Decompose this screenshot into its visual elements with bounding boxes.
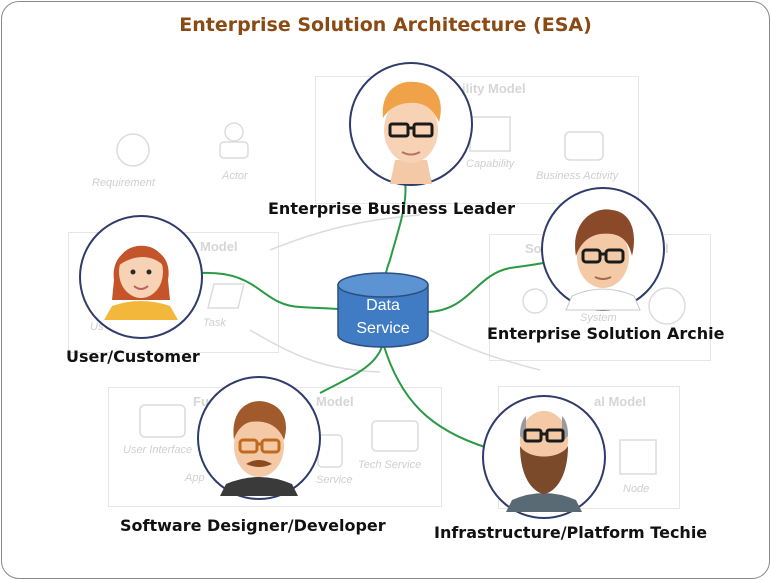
infrastructure-face-icon (506, 411, 582, 512)
solution-architect-hair (575, 209, 634, 256)
user-customer-eye-left (130, 269, 136, 275)
solution-architect-head (577, 226, 629, 288)
connector-user-customer (199, 271, 339, 310)
solution-architect-label: Enterprise Solution Archie (487, 324, 725, 343)
infrastructure-head (520, 411, 568, 469)
requirement-shape (116, 133, 150, 167)
faint-link-1 (269, 214, 421, 251)
connector-software-designer (319, 342, 384, 394)
service-label: Service (316, 474, 353, 486)
node-label: Node (623, 483, 650, 495)
software-designer-label: Software Designer/Developer (120, 516, 386, 535)
task-shape (207, 283, 245, 309)
business-leader-head (384, 97, 438, 163)
actor-label: Actor (222, 170, 248, 182)
business-activity-label: Business Activity (536, 170, 619, 182)
connector-infrastructure (382, 342, 489, 449)
software-designer-mustache (246, 460, 272, 467)
requirement-label: Requirement (92, 177, 155, 189)
tech-service-label: Tech Service (358, 459, 422, 471)
faint-link-2 (249, 329, 381, 373)
background-ghost-shapes (116, 116, 686, 475)
data-service-node (337, 272, 429, 348)
connector-business-leader (384, 179, 407, 283)
actor-body-shape (219, 141, 249, 159)
infrastructure-beard (520, 446, 568, 494)
solution-architect-mouth (594, 276, 612, 280)
solution-model-title-end: l (665, 241, 669, 256)
data-service-label-line2: Service (356, 320, 409, 337)
business-leader-label: Enterprise Business Leader (268, 199, 515, 218)
system-shape-b (648, 287, 686, 325)
user-customer-mouth (133, 285, 149, 290)
business-leader-face-icon (382, 81, 441, 184)
technical-model-title: al Model (594, 394, 647, 409)
connectors (199, 179, 549, 449)
infrastructure-glasses (523, 428, 565, 443)
solution-model-title: So (525, 241, 542, 256)
solution-architect-shirt (565, 288, 641, 311)
solution-architect-glasses (581, 248, 625, 264)
capability-label: Capability (466, 158, 515, 170)
business-leader-mouth (401, 151, 421, 156)
functional-model-title: Fu (193, 394, 209, 409)
actor-head-shape (224, 122, 244, 142)
user-label-fragment: Us (90, 321, 104, 333)
service-shape (317, 434, 343, 468)
user-customer-face-icon (104, 245, 178, 320)
data-service-label-line1: Data (366, 297, 400, 314)
software-designer-hair (233, 401, 286, 440)
solution-architect-face-icon (565, 209, 641, 311)
functional-model-title-end: Model (316, 394, 354, 409)
user-customer-eye-right (146, 269, 152, 275)
software-designer-glasses (238, 438, 281, 454)
user-interface-label: User Interface (123, 444, 193, 456)
diagram-title: Enterprise Solution Architecture (ESA) (179, 14, 592, 36)
business-leader-neck (390, 160, 432, 184)
software-designer-head (234, 415, 284, 477)
tech-service-shape (371, 420, 419, 452)
infrastructure-shirt (506, 493, 582, 512)
business-activity-shape (564, 131, 604, 161)
connector-solution-architect (427, 261, 549, 313)
system-shape-a (522, 288, 548, 314)
app-label: App (185, 472, 205, 484)
data-service-top (337, 272, 429, 298)
task-label: Task (203, 317, 226, 329)
system-label: System (580, 312, 617, 324)
data-service-body (337, 284, 429, 348)
user-interface-shape (139, 404, 186, 438)
user-customer-bangs (118, 245, 164, 266)
user-customer-label: User/Customer (66, 347, 200, 366)
infrastructure-techie-label: Infrastructure/Platform Techie (434, 523, 708, 542)
user-customer-shirt (104, 301, 178, 320)
business-leader-glasses (388, 122, 434, 138)
capability-grid-shape (469, 116, 511, 152)
capability-model-title: ility Model (462, 81, 526, 96)
software-designer-face-icon (220, 401, 298, 496)
node-shape (619, 439, 657, 475)
business-leader-hair (382, 81, 441, 122)
user-model-title: Model (200, 239, 238, 254)
software-designer-shirt (220, 477, 298, 496)
faint-link-3 (429, 329, 541, 371)
